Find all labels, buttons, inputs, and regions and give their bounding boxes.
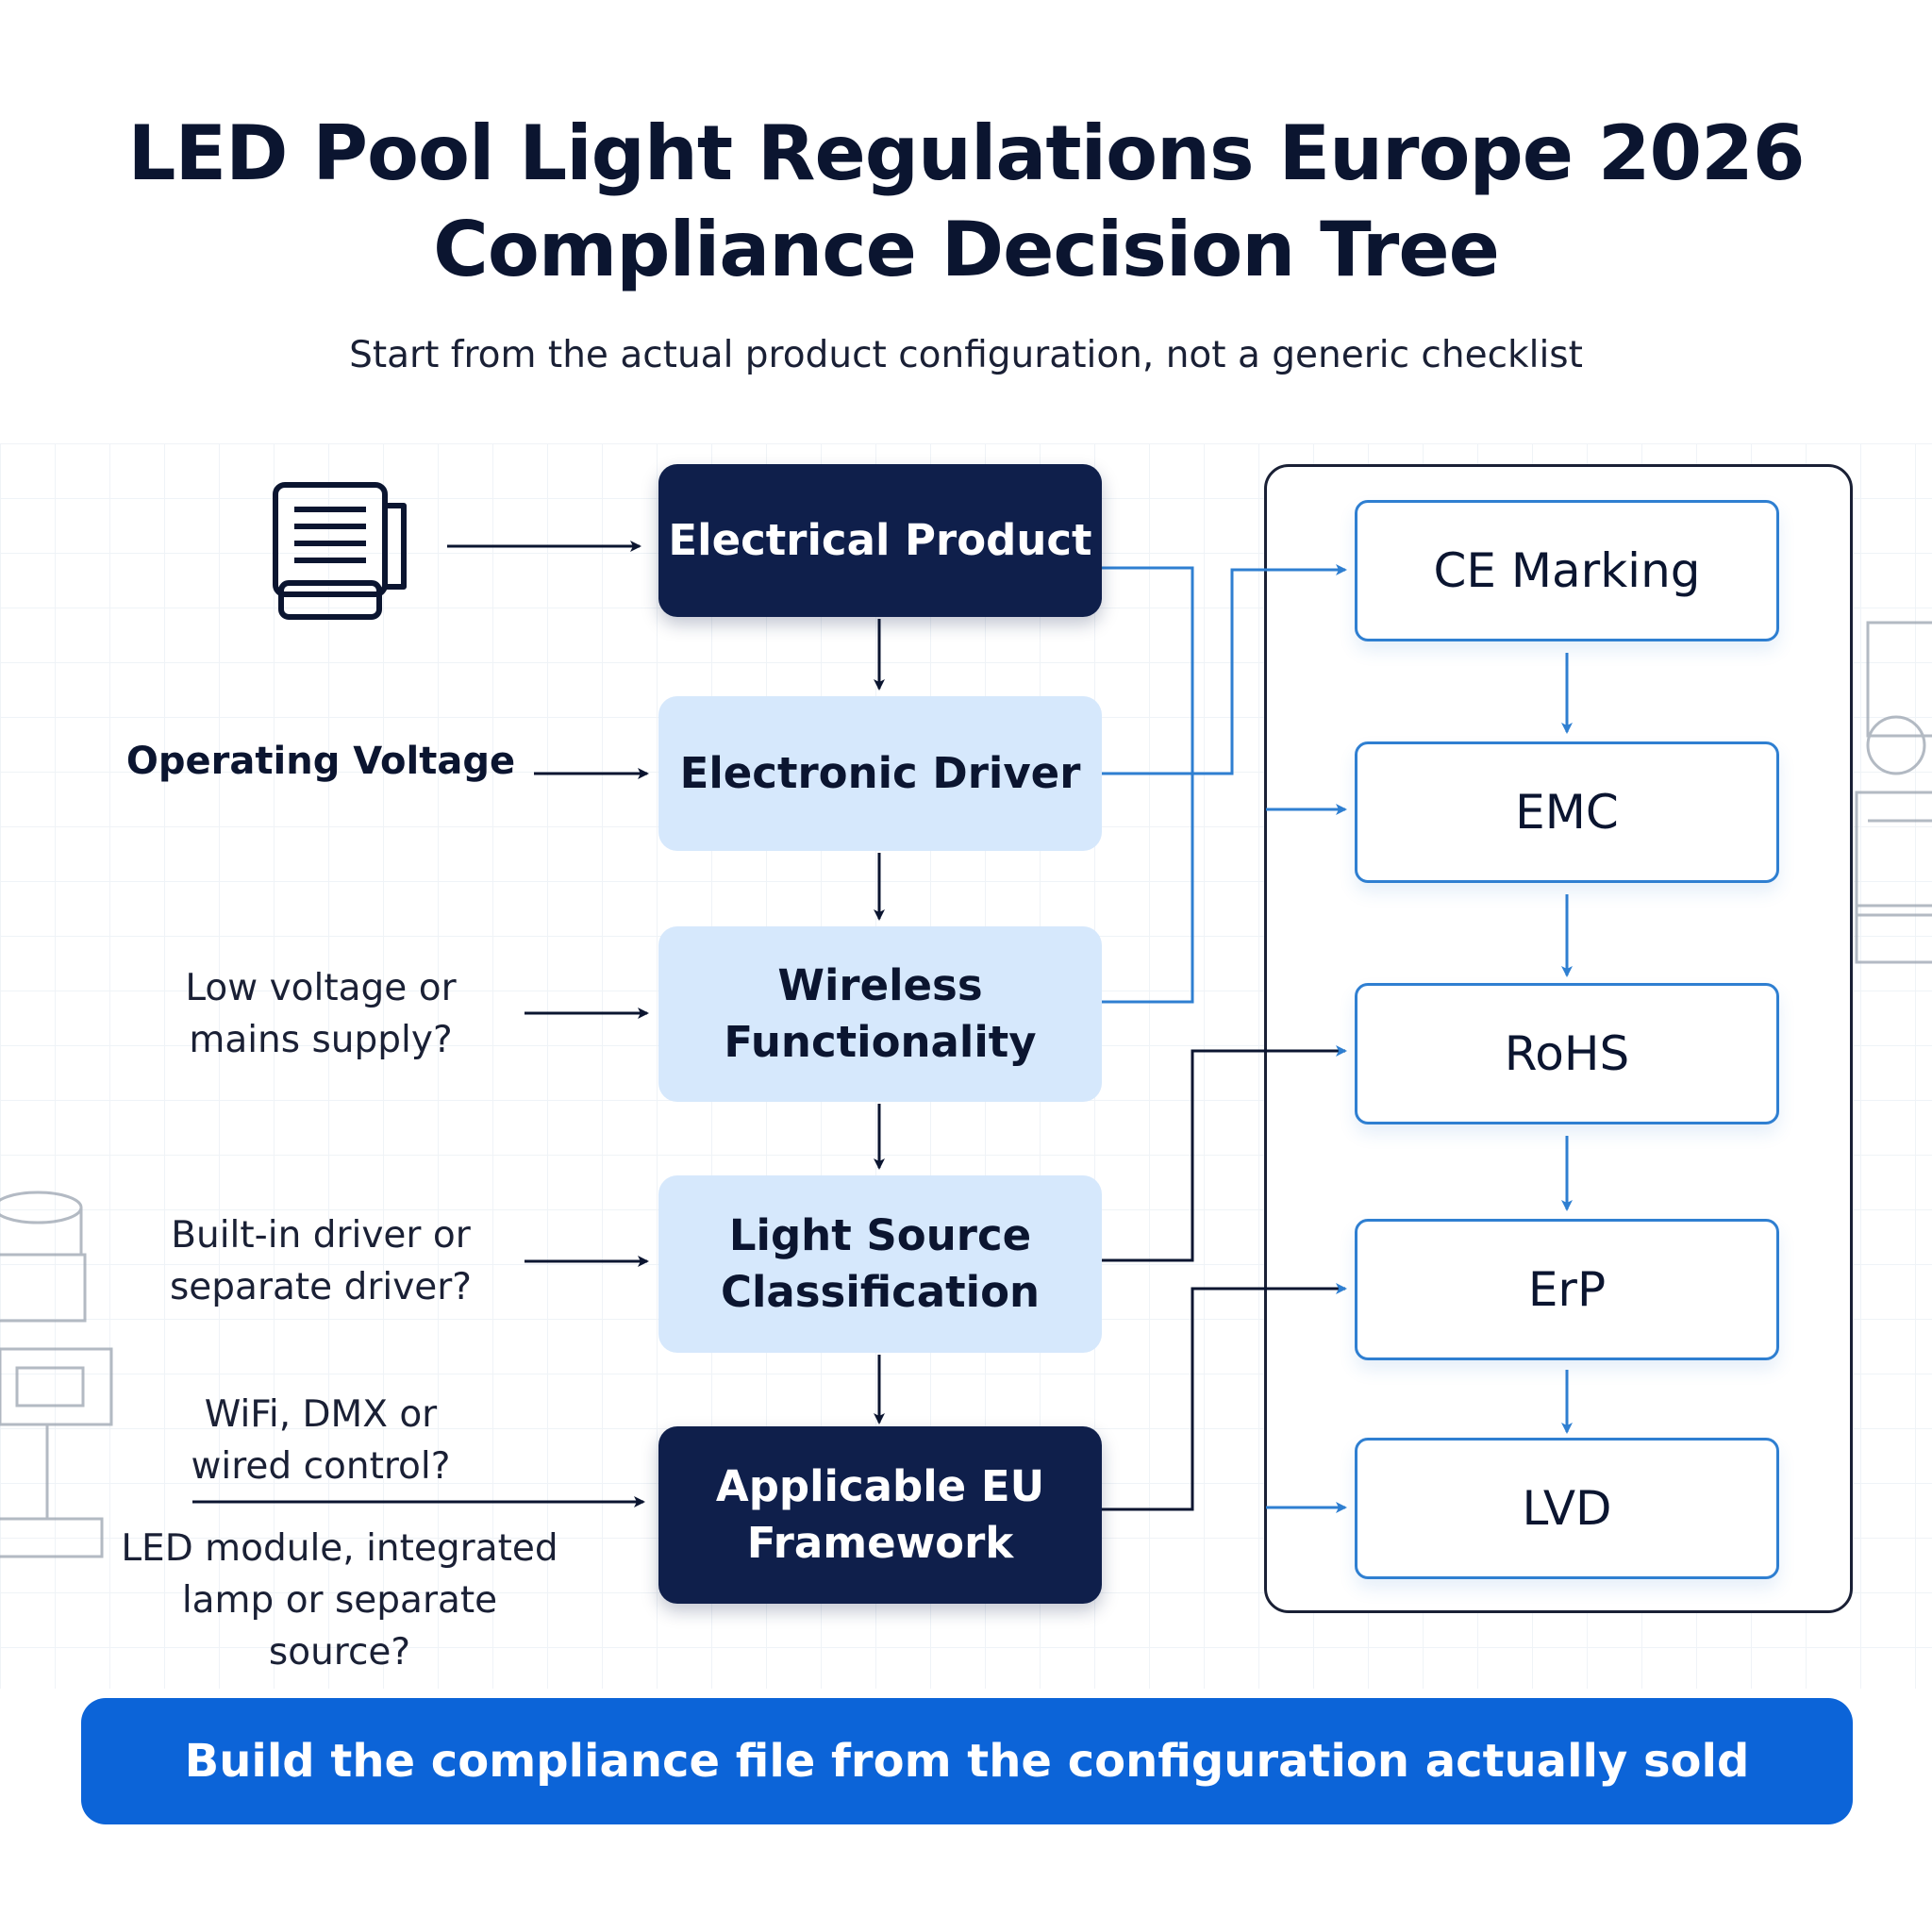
driver-unit-sketch-icon bbox=[1855, 621, 1932, 964]
node-applicable-eu-framework: Applicable EU Framework bbox=[658, 1426, 1102, 1604]
footer-banner: Build the compliance file from the confi… bbox=[81, 1698, 1853, 1824]
req-label: EMC bbox=[1515, 785, 1619, 840]
req-label: RoHS bbox=[1504, 1026, 1630, 1081]
page-title: LED Pool Light Regulations Europe 2026 C… bbox=[0, 106, 1932, 298]
req-rohs: RoHS bbox=[1355, 983, 1779, 1124]
label-line: lamp or separate source? bbox=[181, 1579, 498, 1674]
title-line-1: LED Pool Light Regulations Europe 2026 bbox=[127, 109, 1806, 197]
node-label: Wireless Functionality bbox=[724, 960, 1037, 1067]
label-control-question: WiFi, DMX or wired control? bbox=[142, 1389, 500, 1492]
label-line: LED module, integrated bbox=[121, 1527, 558, 1570]
banner-text: Build the compliance file from the confi… bbox=[184, 1735, 1750, 1788]
node-label: Electronic Driver bbox=[679, 748, 1081, 798]
label-source-question: LED module, integrated lamp or separate … bbox=[113, 1523, 566, 1678]
label-line: separate driver? bbox=[169, 1266, 473, 1308]
label-operating-voltage: Operating Voltage bbox=[125, 740, 516, 783]
title-line-2: Compliance Decision Tree bbox=[433, 206, 1500, 293]
document-icon bbox=[273, 482, 407, 620]
node-label: Applicable EU Framework bbox=[715, 1461, 1045, 1568]
node-electrical-product: Electrical Product bbox=[658, 464, 1102, 617]
label-supply-question: Low voltage or mains supply? bbox=[142, 962, 500, 1066]
label-line: Built-in driver or bbox=[171, 1214, 471, 1257]
req-lvd: LVD bbox=[1355, 1438, 1779, 1579]
node-wireless-functionality: Wireless Functionality bbox=[658, 926, 1102, 1102]
node-light-source-classification: Light Source Classification bbox=[658, 1175, 1102, 1353]
node-electronic-driver: Electronic Driver bbox=[658, 696, 1102, 851]
label-line: WiFi, DMX or bbox=[204, 1393, 438, 1436]
node-label: Electrical Product bbox=[668, 515, 1092, 565]
req-erp: ErP bbox=[1355, 1219, 1779, 1360]
label-line: wired control? bbox=[191, 1445, 451, 1488]
req-ce-marking: CE Marking bbox=[1355, 500, 1779, 641]
req-label: LVD bbox=[1522, 1481, 1612, 1536]
label-line: mains supply? bbox=[189, 1019, 453, 1061]
node-label: Light Source Classification bbox=[720, 1210, 1041, 1317]
label-line: Low voltage or bbox=[185, 967, 457, 1009]
pool-light-sketch-icon bbox=[0, 1191, 113, 1558]
page-subtitle: Start from the actual product configurat… bbox=[349, 334, 1583, 376]
req-label: ErP bbox=[1527, 1262, 1607, 1317]
req-label: CE Marking bbox=[1433, 543, 1701, 598]
req-emc: EMC bbox=[1355, 741, 1779, 883]
label-driver-question: Built-in driver or separate driver? bbox=[142, 1209, 500, 1313]
